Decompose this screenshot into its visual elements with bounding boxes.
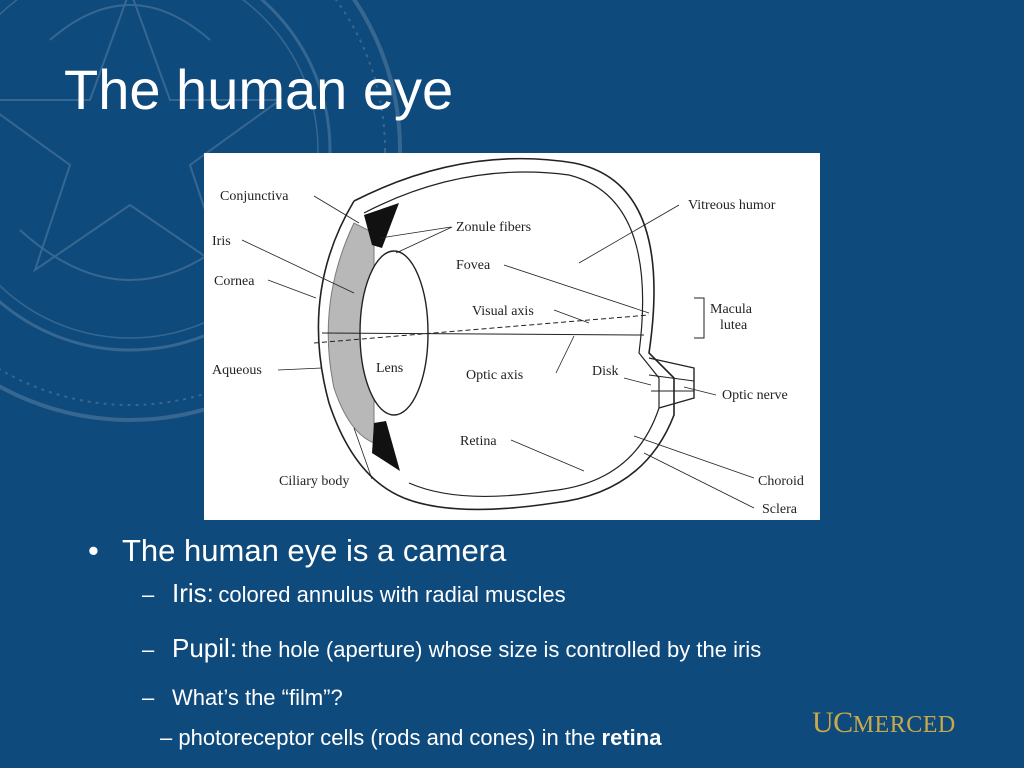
logo-uc: UC: [812, 706, 853, 739]
label-iris: Iris: [212, 234, 231, 249]
deep-bullet-marker: –: [160, 725, 173, 750]
bullet-marker: •: [88, 533, 99, 568]
label-optic-nerve: Optic nerve: [722, 388, 788, 403]
label-disk: Disk: [592, 364, 618, 379]
label-optic-axis: Optic axis: [466, 368, 523, 383]
label-visual-axis: Visual axis: [472, 304, 534, 319]
eye-diagram: Conjunctiva Iris Cornea Aqueous Lens Cil…: [204, 153, 820, 520]
label-retina: Retina: [460, 434, 497, 449]
sub-bullet-marker: –: [142, 582, 155, 607]
sub-bullet-marker: –: [142, 685, 155, 710]
label-zonule-fibers: Zonule fibers: [456, 220, 531, 235]
sub-bullet-term: Iris:: [172, 578, 214, 608]
iris-lower: [372, 421, 400, 471]
label-sclera: Sclera: [762, 502, 798, 517]
bullet-main-text: The human eye is a camera: [122, 533, 507, 568]
sub-bullet-text: What’s the “film”?: [172, 685, 343, 710]
label-fovea: Fovea: [456, 258, 491, 273]
logo-merced: MERCED: [852, 712, 956, 738]
label-ciliary-body: Ciliary body: [279, 474, 349, 489]
iris-upper: [364, 203, 399, 248]
sub-bullet-term: Pupil:: [172, 633, 238, 663]
label-lens: Lens: [376, 361, 403, 376]
sub-bullet-desc: the hole (aperture) whose size is contro…: [241, 637, 762, 662]
label-aqueous: Aqueous: [212, 363, 262, 378]
optic-nerve-shape: [648, 357, 695, 409]
retina-shape: [363, 171, 660, 498]
cornea-shape: [317, 200, 405, 499]
sub-bullet-iris: –Iris: colored annulus with radial muscl…: [142, 576, 988, 615]
label-vitreous-humor: Vitreous humor: [688, 198, 776, 213]
sub-bullet-film: –What’s the “film”?: [142, 684, 988, 715]
label-cornea: Cornea: [214, 274, 255, 289]
label-macula: Macula: [710, 302, 753, 317]
sub-bullet-desc: colored annulus with radial muscles: [218, 582, 566, 607]
label-conjunctiva: Conjunctiva: [220, 189, 289, 204]
sub-bullet-pupil: –Pupil: the hole (aperture) whose size i…: [142, 631, 988, 670]
sclera-shape: [353, 157, 675, 511]
deep-bullet-retina: – photoreceptor cells (rods and cones) i…: [160, 723, 988, 753]
bullet-main: • The human eye is a camera: [88, 532, 988, 570]
deep-bullet-bold: retina: [601, 725, 662, 750]
slide-title: The human eye: [64, 58, 454, 121]
label-choroid: Choroid: [758, 474, 804, 489]
deep-bullet-text: photoreceptor cells (rods and cones) in …: [178, 725, 596, 750]
sub-bullet-marker: –: [142, 637, 155, 662]
label-lutea: lutea: [720, 318, 748, 333]
bullet-list: •The human eye is a camera –Iris: colore…: [88, 532, 988, 753]
uc-merced-logo: UCMERCED: [812, 706, 956, 740]
